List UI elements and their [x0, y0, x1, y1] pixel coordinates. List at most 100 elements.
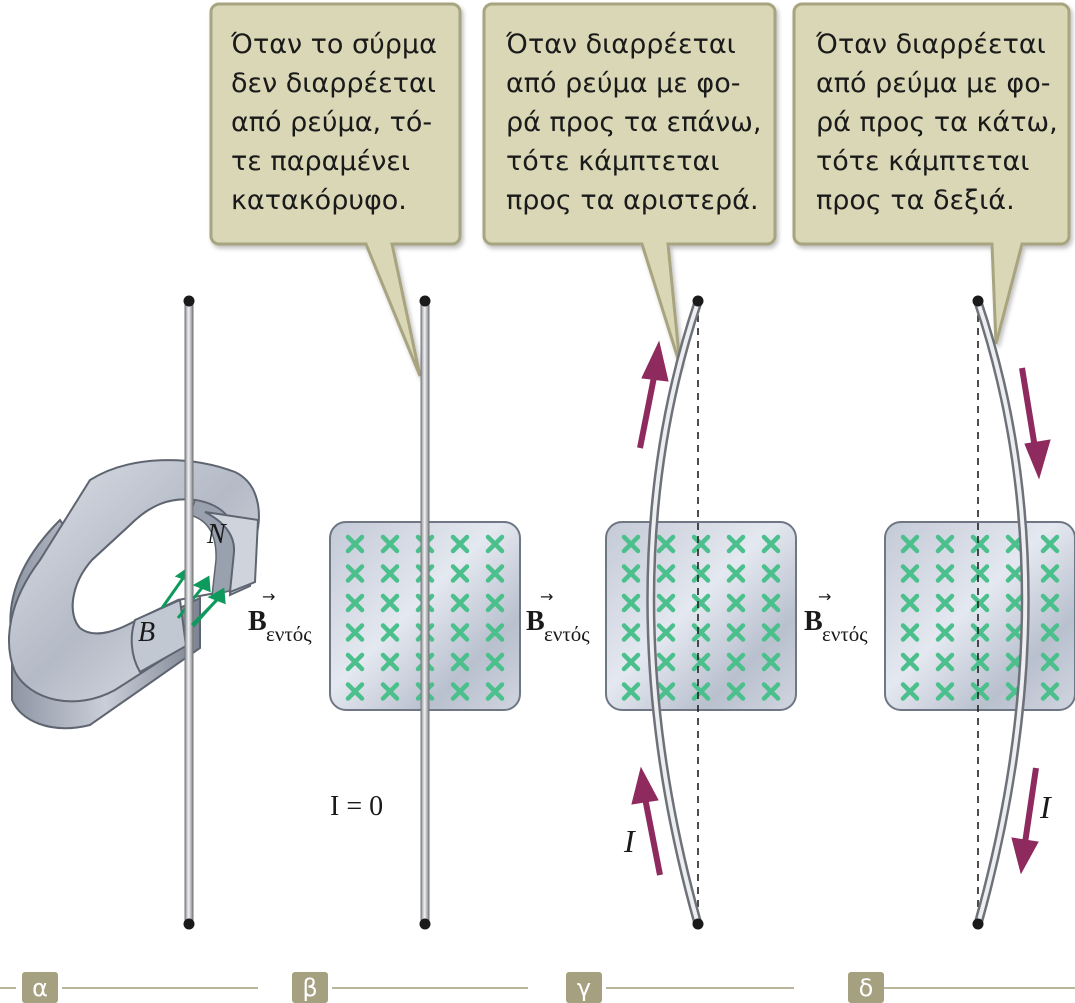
current-arrows-down — [1011, 367, 1051, 875]
wire-b — [420, 301, 430, 925]
field-cross-icon — [621, 564, 641, 583]
callout-b-bubble — [209, 2, 462, 377]
field-cross-icon — [485, 623, 505, 642]
panel-b: I = 0 — [330, 295, 431, 930]
field-cross-icon — [761, 652, 781, 672]
field-region-d — [884, 521, 1075, 711]
field-cross-icon — [935, 593, 955, 613]
field-cross-icon — [726, 564, 746, 583]
callout-d-line-1: Όταν διαρρέεται — [815, 29, 1046, 60]
field-cross-icon — [691, 682, 711, 701]
field-cross-icon — [485, 652, 505, 672]
field-cross-icon — [726, 652, 746, 672]
tag-d-label: δ — [859, 974, 874, 1002]
field-subscript-g: εντός — [544, 622, 590, 646]
callout-b-line-4: τε παραμένει — [231, 146, 410, 177]
field-symbol-d: B — [804, 606, 823, 637]
wire-a — [183, 295, 195, 930]
field-cross-icon — [450, 652, 470, 672]
callout-d-line-2: από ρεύμα με φο- — [816, 68, 1051, 99]
field-cross-icon — [656, 534, 676, 554]
field-cross-icon — [726, 593, 746, 613]
callout-d-line-5: προς τα δεξιά. — [816, 185, 1015, 216]
tag-b-label: β — [302, 974, 317, 1002]
field-cross-icon — [726, 623, 746, 642]
field-cross-icon — [970, 682, 990, 701]
field-cross-icon — [935, 652, 955, 672]
field-cross-icon — [935, 682, 955, 701]
field-cross-icon — [691, 652, 711, 672]
field-cross-icon — [761, 534, 781, 554]
field-cross-icon — [656, 652, 676, 672]
field-cross-icon — [1040, 564, 1060, 583]
field-cross-icon — [970, 534, 990, 554]
callout-g-line-5: προς τα αριστερά. — [506, 185, 759, 216]
field-cross-icon — [935, 564, 955, 583]
field-cross-icon — [726, 682, 746, 701]
field-cross-icon — [380, 564, 400, 583]
wire-a-top-terminal — [183, 295, 195, 307]
wire-d-bottom-terminal — [972, 918, 984, 930]
panel-g: I — [623, 295, 704, 930]
tag-a-label: α — [32, 974, 48, 1002]
field-cross-icon — [656, 682, 676, 701]
field-label-b: → B εντός — [248, 587, 312, 646]
callout-b-line-5: κατακόρυφο. — [231, 185, 407, 216]
current-label-d: I — [1039, 789, 1052, 825]
field-cross-icon — [450, 682, 470, 701]
callout-g-line-3: ρά προς τα επάνω, — [506, 107, 761, 138]
field-cross-icon — [900, 593, 920, 613]
field-cross-icon — [970, 623, 990, 642]
field-cross-icon — [621, 682, 641, 701]
field-subscript-d: εντός — [822, 622, 868, 646]
callout-g-line-2: από ρεύμα με φο- — [506, 68, 741, 99]
panel-a: N B — [8, 295, 260, 930]
field-cross-icon — [485, 593, 505, 613]
field-cross-icon — [485, 564, 505, 583]
vector-arrow-icon: → — [262, 587, 275, 606]
field-cross-icon — [656, 593, 676, 613]
callout-g-line-4: τότε κάμπτεται — [506, 146, 719, 177]
south-pole-label: B — [138, 617, 155, 648]
field-region-g — [605, 521, 797, 711]
callout-d-line-3: ρά προς τα κάτω, — [816, 107, 1058, 138]
field-cross-icon — [691, 623, 711, 642]
field-cross-icon — [345, 682, 365, 701]
field-cross-icon — [380, 652, 400, 672]
vector-arrow-icon: → — [818, 587, 831, 606]
field-cross-icon — [761, 593, 781, 613]
callout-g-line-1: Όταν διαρρέεται — [505, 29, 736, 60]
field-cross-icon — [621, 652, 641, 672]
tag-d: δ — [848, 972, 884, 1003]
field-cross-icon — [935, 534, 955, 554]
field-cross-icon — [380, 623, 400, 642]
field-cross-icon — [485, 534, 505, 554]
field-cross-icon — [345, 623, 365, 642]
current-arrows-up — [631, 340, 669, 876]
callout-b-line-3: από ρεύμα, τό- — [231, 107, 432, 138]
wire-g-bottom-terminal — [692, 918, 704, 930]
field-cross-icon — [621, 593, 641, 613]
field-symbol-b: B — [248, 606, 267, 637]
field-cross-icon — [1040, 652, 1060, 672]
field-cross-icon — [621, 623, 641, 642]
callout-b: Όταν το σύρμα δεν διαρρέεται από ρεύμα, … — [209, 2, 462, 377]
field-cross-icon — [970, 652, 990, 672]
callout-d-line-4: τότε κάμπτεται — [816, 146, 1029, 177]
callout-b-line-1: Όταν το σύρμα — [230, 29, 437, 60]
callout-d: Όταν διαρρέεται από ρεύμα με φο- ρά προς… — [792, 2, 1071, 345]
field-cross-icon — [1040, 623, 1060, 642]
field-cross-icon — [1005, 593, 1025, 613]
field-cross-icon — [970, 564, 990, 583]
wire-g-top-terminal — [692, 295, 704, 307]
field-cross-icon — [1040, 593, 1060, 613]
field-cross-icon — [380, 682, 400, 701]
wire-b-bottom-terminal — [419, 918, 431, 930]
field-cross-icon — [1005, 623, 1025, 642]
field-cross-icon — [900, 564, 920, 583]
field-cross-icon — [1005, 564, 1025, 583]
wire-a-bottom-terminal — [183, 918, 195, 930]
callout-d-bubble — [792, 2, 1071, 345]
field-cross-icon — [450, 534, 470, 554]
field-label-d: → B εντός — [804, 587, 868, 646]
